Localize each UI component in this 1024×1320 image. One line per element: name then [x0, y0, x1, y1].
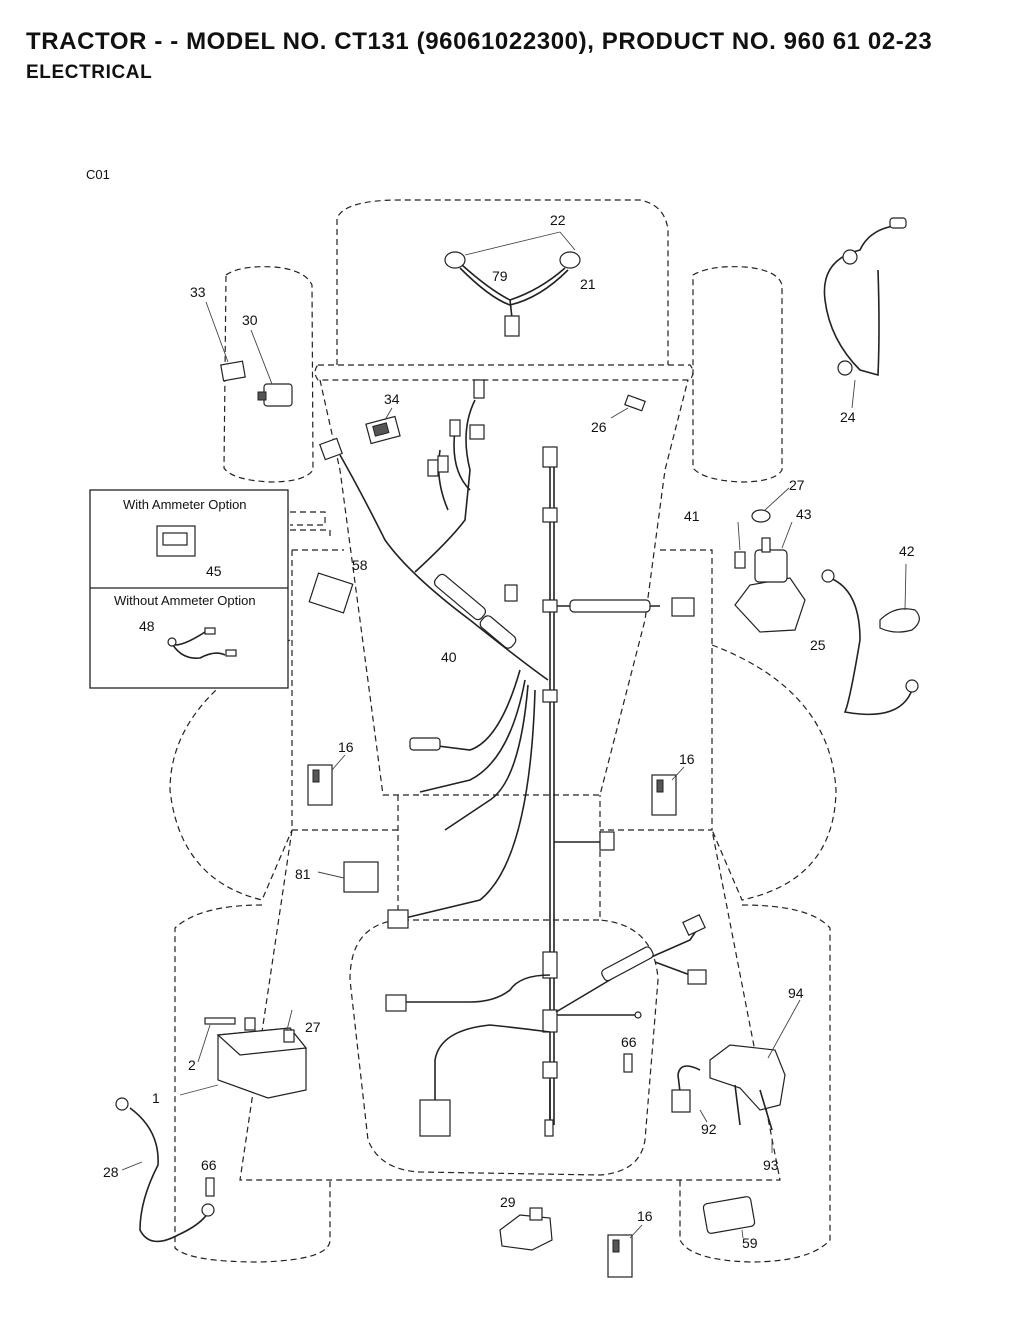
module-58: [308, 572, 354, 614]
callout-45: 45: [206, 563, 222, 579]
callout-48: 48: [139, 618, 155, 634]
wiring-harness: [319, 379, 707, 1137]
switch-29: [499, 1207, 553, 1251]
callout-58: 58: [352, 557, 368, 573]
fuse-26: [610, 394, 646, 419]
diagram-id: C01: [86, 167, 110, 182]
callout-92: 92: [701, 1121, 717, 1137]
callout-40: 40: [441, 649, 457, 665]
module-59: [702, 1196, 756, 1239]
with-ammeter-label: With Ammeter Option: [123, 497, 247, 512]
callout-21: 21: [580, 276, 596, 292]
relay-16-bottom: [607, 1224, 643, 1278]
callout-24: 24: [840, 409, 856, 425]
headlight-harness: [444, 231, 581, 337]
callout-26: 26: [591, 419, 607, 435]
module-94: [671, 999, 801, 1153]
callout-34: 34: [384, 391, 400, 407]
screw-66-left: [205, 1177, 215, 1197]
callout-29: 29: [500, 1194, 516, 1210]
callout-30: 30: [242, 312, 258, 328]
relay-16-left: [307, 754, 346, 806]
page-title: TRACTOR - - MODEL NO. CT131 (96061022300…: [26, 28, 933, 55]
ammeter-inset: [89, 489, 289, 689]
callout-27a: 27: [789, 477, 805, 493]
callout-16-right: 16: [679, 751, 695, 767]
callout-93: 93: [763, 1157, 779, 1173]
callout-42: 42: [899, 543, 915, 559]
switch-34: [365, 407, 401, 445]
callout-labels: 22 79 21 33 30 34 26 24 27 41 43 42 25 W…: [103, 212, 915, 1251]
callout-1: 1: [152, 1090, 160, 1106]
callout-33: 33: [190, 284, 206, 300]
callout-66-right: 66: [621, 1034, 637, 1050]
solenoid-43: [734, 487, 806, 633]
callout-66-left: 66: [201, 1157, 217, 1173]
callout-94: 94: [788, 985, 804, 1001]
ignition-switch: [205, 301, 293, 407]
cable-25: [821, 563, 920, 716]
callout-41: 41: [684, 508, 700, 524]
page-subtitle: ELECTRICAL: [26, 62, 153, 83]
callout-16-bottom: 16: [637, 1208, 653, 1224]
callout-16-left: 16: [338, 739, 354, 755]
battery: [179, 1009, 308, 1099]
relay-81: [317, 861, 379, 893]
screw-66-right: [623, 1053, 633, 1073]
without-ammeter-label: Without Ammeter Option: [114, 593, 256, 608]
callout-22: 22: [550, 212, 566, 228]
relay-16-right: [651, 766, 685, 816]
cable-28: [115, 1097, 215, 1243]
callout-81: 81: [295, 866, 311, 882]
callout-28: 28: [103, 1164, 119, 1180]
callout-27b: 27: [305, 1019, 321, 1035]
callout-2: 2: [188, 1057, 196, 1073]
battery-cable-24: [823, 217, 907, 409]
tractor-outline: [169, 199, 837, 1263]
callout-79: 79: [492, 268, 508, 284]
callout-25: 25: [810, 637, 826, 653]
callout-59: 59: [742, 1235, 758, 1251]
callout-43: 43: [796, 506, 812, 522]
